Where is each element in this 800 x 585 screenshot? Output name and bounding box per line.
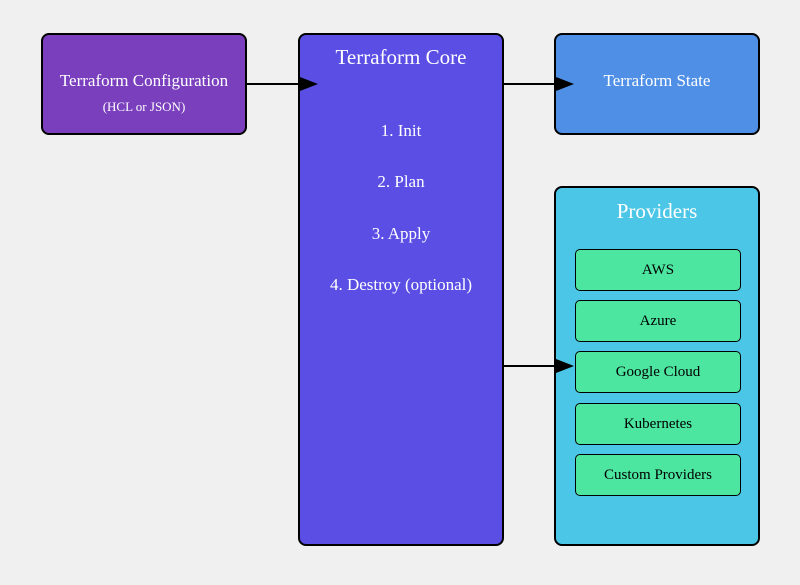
core-step-destroy: 4. Destroy (optional) [329,275,473,294]
provider-google-cloud: Google Cloud [575,351,741,393]
config-subtitle: (HCL or JSON) [102,99,186,114]
core-step-init: 1. Init [380,121,422,140]
terraform-state-box: Terraform State [554,33,760,135]
providers-box: Providers AWS Azure Google Cloud Kuberne… [554,186,760,546]
provider-custom: Custom Providers [575,454,741,496]
core-step-apply: 3. Apply [371,224,431,243]
core-title: Terraform Core [335,45,467,69]
state-title: Terraform State [603,71,711,90]
terraform-configuration-box: Terraform Configuration (HCL or JSON) [41,33,247,135]
terraform-core-box: Terraform Core 1. Init 2. Plan 3. Apply … [298,33,504,546]
provider-kubernetes: Kubernetes [575,403,741,445]
provider-azure: Azure [575,300,741,342]
core-step-plan: 2. Plan [377,172,425,191]
providers-title: Providers [616,199,698,223]
config-title: Terraform Configuration [59,71,229,90]
provider-aws: AWS [575,249,741,291]
